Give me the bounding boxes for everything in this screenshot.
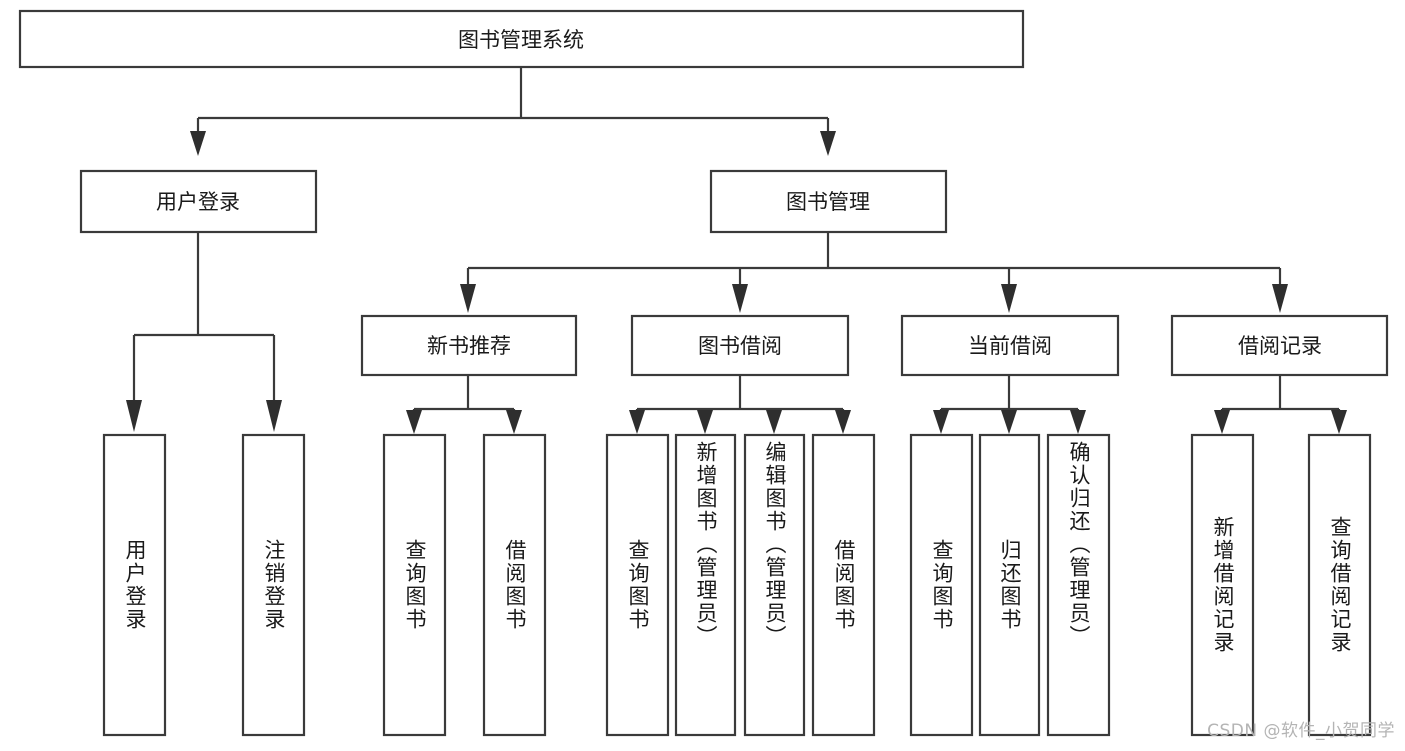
node-leaf-borrow-book-1[interactable]: [482, 433, 547, 737]
arrow-to-borrow-record: [1272, 284, 1288, 313]
label-book-manage: 图书管理: [786, 190, 870, 214]
connector-group-root: [190, 67, 836, 156]
arrow-to-new-book-recommend: [460, 284, 476, 313]
connector-group-borrow-record: [1214, 375, 1347, 434]
node-leaf-confirm-return[interactable]: [1046, 433, 1111, 737]
node-book-borrow[interactable]: [630, 314, 850, 377]
connector-group-user-login: [126, 232, 282, 432]
node-root[interactable]: [18, 9, 1025, 69]
label-borrow-record: 借阅记录: [1238, 334, 1322, 358]
arrow-new-book-leaf-1: [406, 410, 422, 434]
connector-group-book-manage: [460, 232, 1288, 313]
arrow-book-borrow-leaf-3: [766, 410, 782, 434]
node-leaf-add-record[interactable]: [1190, 433, 1255, 737]
arrow-book-borrow-leaf-2: [697, 410, 713, 434]
node-new-book-recommend[interactable]: [360, 314, 578, 377]
node-book-manage[interactable]: [709, 169, 948, 234]
connector-group-new-book-recommend: [406, 375, 522, 434]
node-leaf-add-book[interactable]: [674, 433, 737, 737]
arrow-user-login-leaf-1: [126, 400, 142, 432]
node-leaf-borrow-book-2[interactable]: [811, 433, 876, 737]
label-root: 图书管理系统: [458, 28, 584, 52]
arrow-current-borrow-leaf-3: [1070, 410, 1086, 434]
arrow-to-book-borrow: [732, 284, 748, 313]
arrow-root-to-book-manage: [820, 131, 836, 156]
arrow-current-borrow-leaf-2: [1001, 410, 1017, 434]
label-new-book-recommend: 新书推荐: [427, 334, 511, 358]
node-leaf-logout-login[interactable]: [241, 433, 306, 737]
arrow-borrow-record-leaf-2: [1331, 410, 1347, 434]
node-current-borrow[interactable]: [900, 314, 1120, 377]
node-leaf-query-book-3[interactable]: [909, 433, 974, 737]
node-user-login[interactable]: [79, 169, 318, 234]
node-leaf-query-book-2[interactable]: [605, 433, 670, 737]
node-leaf-edit-book[interactable]: [743, 433, 806, 737]
arrow-new-book-leaf-2: [506, 410, 522, 434]
node-leaf-query-book-1[interactable]: [382, 433, 447, 737]
arrow-root-to-user-login: [190, 131, 206, 156]
connector-group-current-borrow: [933, 375, 1086, 434]
arrow-user-login-leaf-2: [266, 400, 282, 432]
node-leaf-query-record[interactable]: [1307, 433, 1372, 737]
arrow-current-borrow-leaf-1: [933, 410, 949, 434]
arrow-to-current-borrow: [1001, 284, 1017, 313]
arrow-borrow-record-leaf-1: [1214, 410, 1230, 434]
label-user-login: 用户登录: [156, 190, 240, 214]
node-borrow-record[interactable]: [1170, 314, 1389, 377]
connector-group-book-borrow: [629, 375, 851, 434]
label-book-borrow: 图书借阅: [698, 334, 782, 358]
arrow-book-borrow-leaf-1: [629, 410, 645, 434]
watermark-csdn: CSDN @软件_小贺同学: [1207, 721, 1395, 741]
label-current-borrow: 当前借阅: [968, 334, 1052, 358]
node-leaf-return-book[interactable]: [978, 433, 1041, 737]
node-leaf-user-login[interactable]: [102, 433, 167, 737]
arrow-book-borrow-leaf-4: [835, 410, 851, 434]
